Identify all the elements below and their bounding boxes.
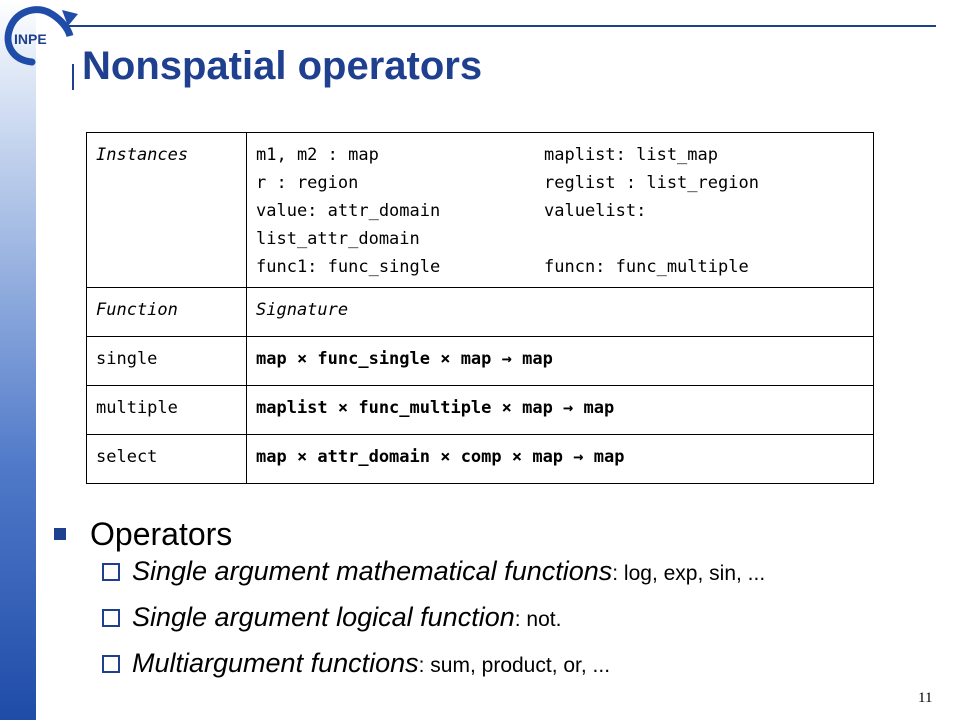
list-item: Multiargument functions: sum, product, o… [102,648,912,694]
instances-header: Instances [86,132,247,288]
box-bullet-icon [102,655,120,673]
list-item-emphasis: Single argument mathematical functions [132,556,613,586]
list-item-emphasis: Multiargument functions [132,648,419,678]
list-item-rest: : not. [514,608,562,631]
function-signature: map × func_single × map → map [246,336,874,386]
function-name: single [86,336,247,386]
instance-a-0: m1, m2 : map [256,145,379,165]
function-header: Function [86,287,247,337]
bullet-heading: Operators [52,512,912,556]
signature-table: Instances m1, m2 : map maplist: list_map… [86,132,874,484]
bullet-list: Operators Single argument mathematical f… [52,512,912,694]
instance-b-1: reglist : list_region [544,173,759,193]
list-item-rest: : log, exp, sin, ... [612,562,766,585]
list-item: Single argument logical function: not. [102,602,912,648]
instance-func-a: func1: func_single [256,257,441,277]
box-bullet-icon [102,609,120,627]
instance-a-1: r : region [256,173,359,193]
function-name: select [86,434,247,484]
function-signature: maplist × func_multiple × map → map [246,385,874,435]
table-row: single map × func_single × map → map [86,336,874,386]
list-item: Single argument mathematical functions: … [102,556,912,602]
signature-header: Signature [246,287,874,337]
box-bullet-icon [102,563,120,581]
page-title: Nonspatial operators [82,44,483,88]
function-name: multiple [86,385,247,435]
table-row: multiple maplist × func_multiple × map →… [86,385,874,435]
list-item-rest: : sum, product, or, ... [418,654,611,677]
bullet-heading-text: Operators [90,515,233,552]
instance-a-2: value: attr_domain [256,201,441,221]
instance-b-2: valuelist: [544,201,647,221]
function-signature: map × attr_domain × comp × map → map [246,434,874,484]
list-item-emphasis: Single argument logical function [132,602,515,632]
instances-row: Instances m1, m2 : map maplist: list_map… [86,132,874,288]
logo-text: INPE [14,31,47,47]
table-row: select map × attr_domain × comp × map → … [86,434,874,484]
square-bullet-icon [54,528,66,540]
inpe-logo-icon: INPE [4,6,78,66]
header-row: Function Signature [86,287,874,337]
instance-wrap: list_attr_domain [256,229,420,249]
top-rule [64,25,936,27]
page-number: 11 [918,690,933,706]
instance-func-b: funcn: func_multiple [544,257,749,277]
title-tick [72,64,74,90]
instance-b-0: maplist: list_map [544,145,718,165]
instances-cell: m1, m2 : map maplist: list_map r : regio… [246,132,874,288]
inpe-logo: INPE [2,2,80,72]
left-gradient-bar [0,0,36,720]
